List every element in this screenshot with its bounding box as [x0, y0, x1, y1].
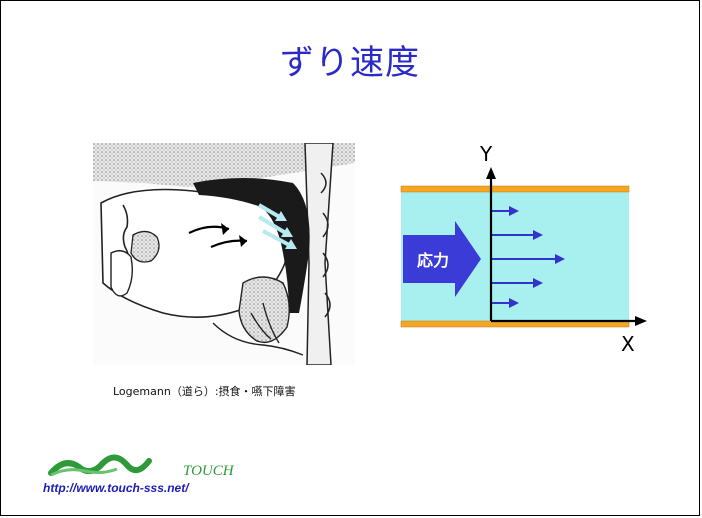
illustration-caption: Logemann（道ら）:摂食・嚥下障害 — [113, 385, 296, 398]
stress-label: 応力 — [417, 251, 449, 270]
bolus — [193, 178, 310, 313]
logo-text: TOUCH — [183, 463, 235, 479]
stress-arrow — [403, 221, 481, 297]
website-url[interactable]: http://www.touch-sss.net/ — [43, 481, 189, 495]
shear-arrows — [257, 203, 297, 249]
y-axis-label: Y — [479, 142, 493, 166]
logo-wave-icon — [48, 454, 152, 476]
x-axis-label: X — [621, 332, 635, 353]
shear-rate-diagram: 応力 Y X — [400, 142, 647, 353]
slide-title: ずり速度 — [280, 43, 420, 83]
top-plate — [400, 185, 630, 193]
velocity-profile — [491, 206, 565, 308]
swallowing-illustration — [93, 143, 355, 365]
palate-region — [93, 143, 355, 187]
touch-logo: TOUCH — [48, 454, 235, 479]
